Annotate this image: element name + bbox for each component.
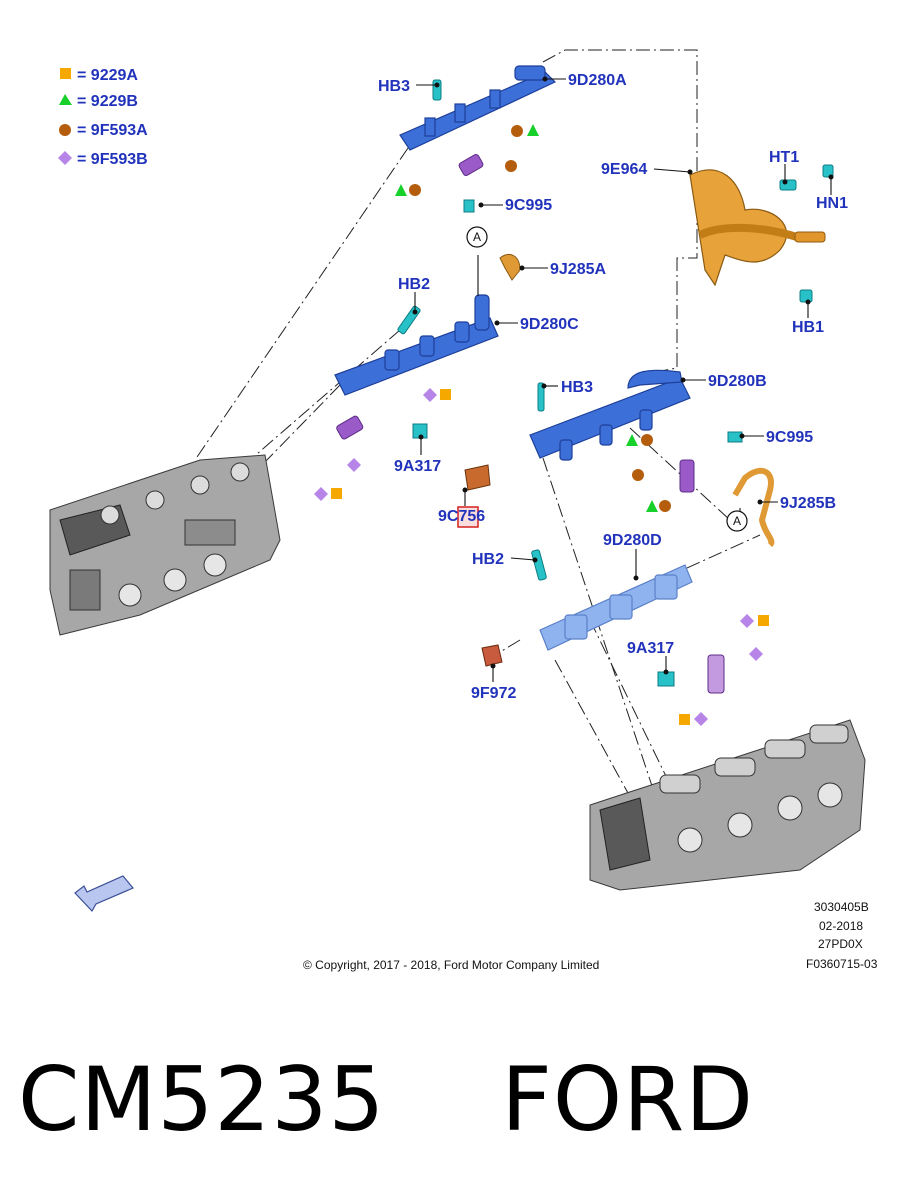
fuel-pump-9e964 (689, 169, 826, 287)
code-line-1: 3030405B (814, 900, 869, 914)
code-line-3: 27PD0X (818, 937, 863, 951)
fuel-rail-9d280d (539, 564, 693, 651)
bolt-hb3-mid (537, 382, 545, 412)
sensor-9c756 (464, 464, 491, 491)
oring-triangle-icon (527, 124, 539, 136)
label-hn1: HN1 (816, 195, 848, 212)
legend-diamond-icon (58, 151, 72, 165)
legend-9f593b: = 9F593B (77, 151, 148, 168)
oring-square-icon (679, 714, 690, 725)
clip-9c995-top (463, 199, 475, 213)
copyright: © Copyright, 2017 - 2018, Ford Motor Com… (303, 958, 599, 972)
leader-dots (412, 76, 834, 675)
label-9a317-right: 9A317 (627, 640, 674, 657)
legend-9229b: = 9229B (77, 93, 138, 110)
label-9j285b: 9J285B (780, 495, 836, 512)
label-9d280c: 9D280C (520, 316, 579, 333)
label-9f972: 9F972 (471, 685, 516, 702)
sensor-9f972 (481, 644, 503, 667)
label-ht1: HT1 (769, 149, 799, 166)
highlight-box (457, 506, 479, 528)
oring-circle-icon (505, 160, 517, 172)
oring-diamond-icon (314, 487, 328, 501)
label-9a317-left: 9A317 (394, 458, 441, 475)
fuel-rail-9d280c (334, 294, 499, 396)
legend-triangle-icon (59, 94, 72, 105)
oring-square-icon (758, 615, 769, 626)
bolt-ht1 (779, 179, 797, 191)
nut-hn1 (822, 164, 834, 178)
callout-a-1: A (473, 230, 481, 244)
part-labels: HB3 9D280A 9C995 9E964 HT1 HN1 HB1 9J285… (378, 72, 848, 702)
oring-triangle-icon (395, 184, 407, 196)
cylinder-head-right (589, 719, 866, 891)
bolt-hb2-bottom (531, 549, 547, 581)
injector-right-d (707, 654, 725, 694)
label-9d280b: 9D280B (708, 373, 767, 390)
fuel-line-9j285a (499, 254, 521, 281)
fuel-rail-exploded-diagram: = 9229A = 9229B = 9F593A = 9F593B (49, 49, 878, 972)
label-9c756: 9C756 (438, 508, 485, 525)
label-hb3-mid: HB3 (561, 379, 593, 396)
bolt-hb2-top (397, 305, 421, 335)
part-number-title: CM5235 FORD (18, 1048, 755, 1151)
legend-9f593a: = 9F593A (77, 122, 148, 139)
oring-circle-icon (659, 500, 671, 512)
oring-square-icon (331, 488, 342, 499)
callout-a-circle-2 (726, 510, 748, 532)
label-hb3-top: HB3 (378, 78, 410, 95)
callout-a-2: A (733, 514, 741, 528)
injector-left (336, 415, 364, 440)
label-9d280a: 9D280A (568, 72, 627, 89)
oring-triangle-icon (646, 500, 658, 512)
oring-circle-icon (641, 434, 653, 446)
label-9e964: 9E964 (601, 161, 647, 178)
label-9c995-right: 9C995 (766, 429, 813, 446)
oring-circle-icon (409, 184, 421, 196)
code-line-4: F0360715-03 (806, 957, 878, 971)
oring-diamond-icon (694, 712, 708, 726)
oring-triangle-icon (626, 434, 638, 446)
oring-diamond-icon (749, 647, 763, 661)
oring-circle-icon (511, 125, 523, 137)
label-hb1: HB1 (792, 319, 824, 336)
callout-a-circle-1 (466, 226, 488, 248)
legend-9229a: = 9229A (77, 67, 138, 84)
leader-lines (414, 78, 832, 682)
legend-square-icon (60, 68, 71, 79)
label-9j285a: 9J285A (550, 261, 606, 278)
cylinder-head-left (49, 454, 281, 636)
oring-square-icon (440, 389, 451, 400)
label-hb2-bottom: HB2 (472, 551, 504, 568)
injector-right-b (679, 459, 695, 493)
oring-diamond-icon (347, 458, 361, 472)
front-direction-arrow-icon (74, 875, 134, 913)
oring-diamond-icon (423, 388, 437, 402)
fuel-rail-9d280b (529, 369, 691, 461)
fuel-line-9j285b (732, 467, 775, 548)
legend-circle-icon (59, 124, 71, 136)
assembly-lines (149, 49, 761, 816)
fuel-rail-9d280a (399, 65, 557, 151)
seal-markers (314, 124, 769, 726)
bolt-hb1 (799, 289, 813, 303)
legend: = 9229A = 9229B = 9F593A = 9F593B (58, 67, 148, 168)
label-9d280d: 9D280D (603, 532, 662, 549)
code-line-2: 02-2018 (819, 919, 863, 933)
oring-circle-icon (632, 469, 644, 481)
label-hb2-top: HB2 (398, 276, 430, 293)
label-9c995-top: 9C995 (505, 197, 552, 214)
oring-diamond-icon (740, 614, 754, 628)
injector-top (458, 154, 484, 176)
